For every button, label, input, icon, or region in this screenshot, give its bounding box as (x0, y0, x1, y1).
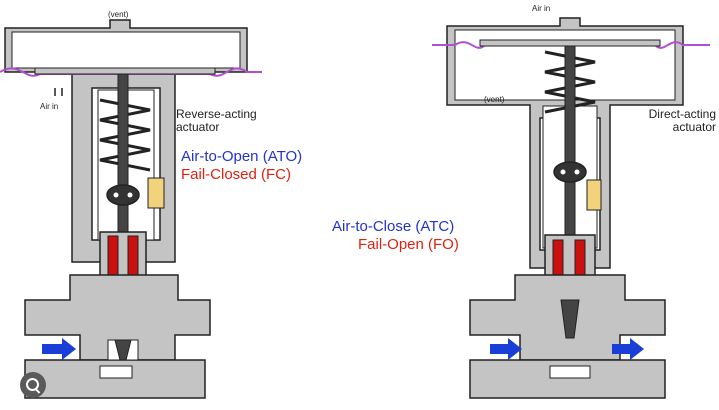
magnifier-ring (26, 378, 39, 391)
left-vent-label: (vent) (108, 10, 129, 19)
right-lower-body (469, 359, 666, 399)
left-air-in-pipe (54, 88, 63, 96)
right-vent-label: (vent) (484, 95, 505, 104)
right-failure-label: Fail-Open (FO) (358, 236, 459, 253)
right-action-label: Air-to-Close (ATC) (332, 218, 455, 235)
right-spring (544, 50, 596, 114)
right-flow-arrow-out-icon (612, 338, 644, 360)
right-air-in-label: Air in (532, 4, 551, 13)
magnifier-handle (34, 388, 41, 394)
left-failure-label: Fail-Closed (FC) (181, 166, 292, 183)
right-valve (432, 17, 710, 399)
left-flow-arrow-icon (42, 338, 76, 360)
left-actuator-label: Reverse-acting actuator (176, 107, 257, 134)
right-flow-arrow-in-icon (490, 338, 522, 360)
left-action-label: Air-to-Open (ATO) (181, 148, 303, 165)
left-air-in-label: Air in (40, 102, 59, 111)
magnifier-icon[interactable] (20, 372, 46, 398)
right-actuator-label: Direct-acting actuator (648, 107, 716, 134)
left-valve (0, 19, 262, 399)
